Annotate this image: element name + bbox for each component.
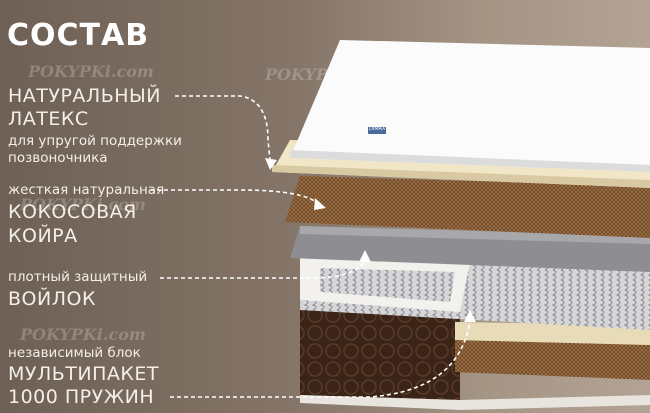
coir-layer — [285, 176, 650, 238]
springs-description: независимый блок — [8, 345, 141, 361]
springs-heading: МУЛЬТИПАКЕТ — [8, 363, 159, 385]
coir-description: жесткая натуральная — [8, 182, 165, 198]
page-title: СОСТАВ — [7, 18, 150, 53]
watermark: POKYPKi.com — [20, 195, 146, 214]
springs-heading: 1000 ПРУЖИН — [8, 386, 155, 408]
coir-heading: КОЙРА — [8, 225, 78, 247]
latex-heading: ЛАТЕКС — [8, 108, 89, 130]
brand-tag — [368, 127, 386, 134]
watermark: POKYPKi.com — [20, 325, 146, 344]
latex-description: для упругой поддержки — [8, 133, 182, 149]
watermark: POKYPKi.com — [28, 62, 154, 81]
brand-tag-text: DIMAX — [369, 126, 386, 132]
latex-description: позвоночника — [8, 150, 108, 166]
coir-heading: КОКОСОВАЯ — [8, 201, 137, 223]
cover-layer — [290, 40, 650, 172]
felt-heading: ВОЙЛОК — [8, 288, 96, 310]
felt-description: плотный защитный — [8, 269, 148, 285]
base-side — [300, 300, 460, 400]
base-inner-coir — [455, 340, 650, 380]
latex-heading: НАТУРАЛЬНЫЙ — [8, 85, 162, 107]
pointer-arrows — [150, 95, 471, 398]
